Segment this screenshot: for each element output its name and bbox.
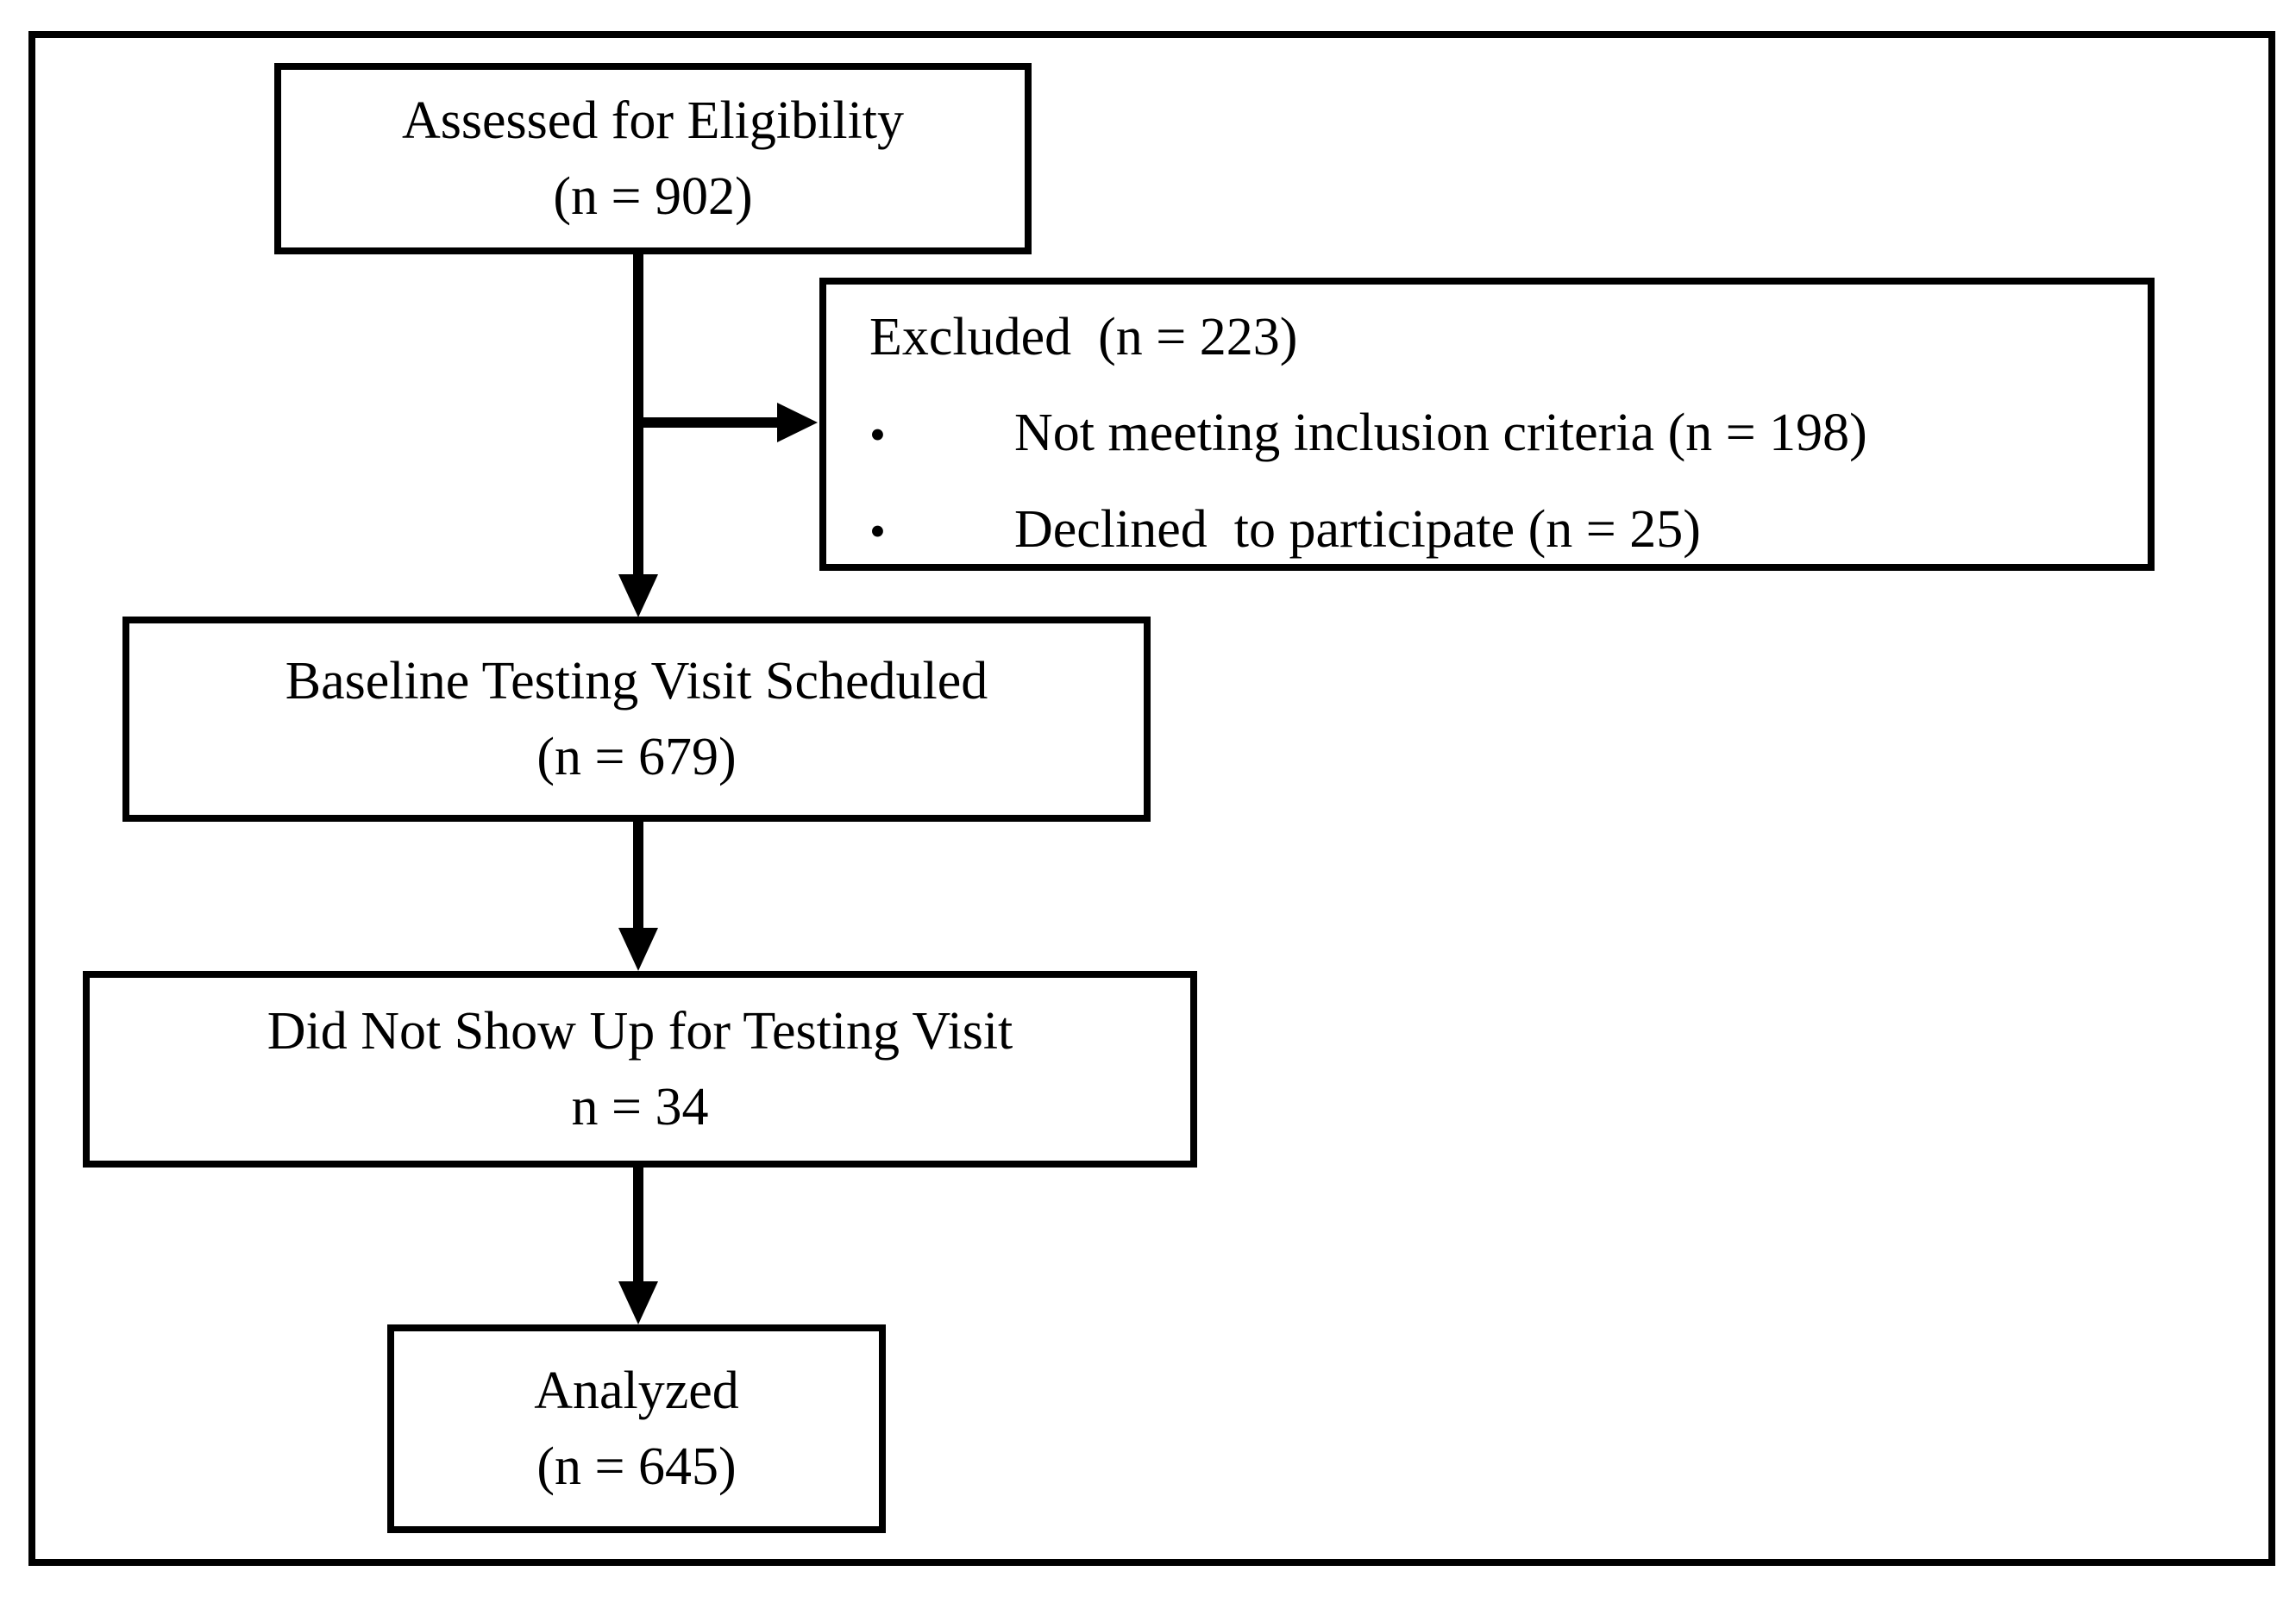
bullet-icon: • (869, 504, 886, 557)
baseline-label: Baseline Testing Visit Scheduled (285, 651, 988, 711)
box-baseline-testing-visit: Baseline Testing Visit Scheduled (n = 67… (122, 617, 1151, 822)
excluded-reason-item: • Declined to participate (n = 25) (869, 499, 2122, 560)
box-excluded: Excluded (n = 223) • Not meeting inclusi… (819, 278, 2155, 571)
arrow-assessed-to-excluded (638, 403, 818, 442)
excluded-reason-item: • Not meeting inclusion criteria (n = 19… (869, 403, 2122, 464)
assessed-label: Assessed for Eligibility (401, 91, 905, 150)
excluded-reasons-list: • Not meeting inclusion criteria (n = 19… (869, 403, 2122, 560)
noshow-count: n = 34 (571, 1078, 709, 1136)
assessed-count: (n = 902) (553, 167, 753, 226)
arrow-noshow-to-analyzed (618, 1166, 658, 1324)
bullet-icon: • (869, 409, 886, 461)
excluded-title: Excluded (n = 223) (869, 308, 1298, 366)
excluded-content: Excluded (n = 223) • Not meeting inclusi… (826, 285, 2148, 560)
analyzed-label: Analyzed (534, 1361, 739, 1420)
baseline-count: (n = 679) (536, 728, 737, 786)
box-analyzed: Analyzed (n = 645) (387, 1324, 886, 1533)
excluded-reason-text: Not meeting inclusion criteria (n = 198) (1014, 404, 1867, 463)
noshow-label: Did Not Show Up for Testing Visit (267, 1001, 1013, 1061)
box-did-not-show-up: Did Not Show Up for Testing Visit n = 34 (83, 971, 1197, 1168)
figure-outer-border (28, 31, 2275, 1566)
analyzed-count: (n = 645) (536, 1437, 737, 1496)
arrow-baseline-to-noshow (618, 819, 658, 971)
box-assessed-for-eligibility: Assessed for Eligibility (n = 902) (274, 63, 1032, 254)
excluded-reason-text: Declined to participate (n = 25) (1014, 499, 1701, 559)
arrow-assessed-to-baseline (618, 250, 658, 617)
